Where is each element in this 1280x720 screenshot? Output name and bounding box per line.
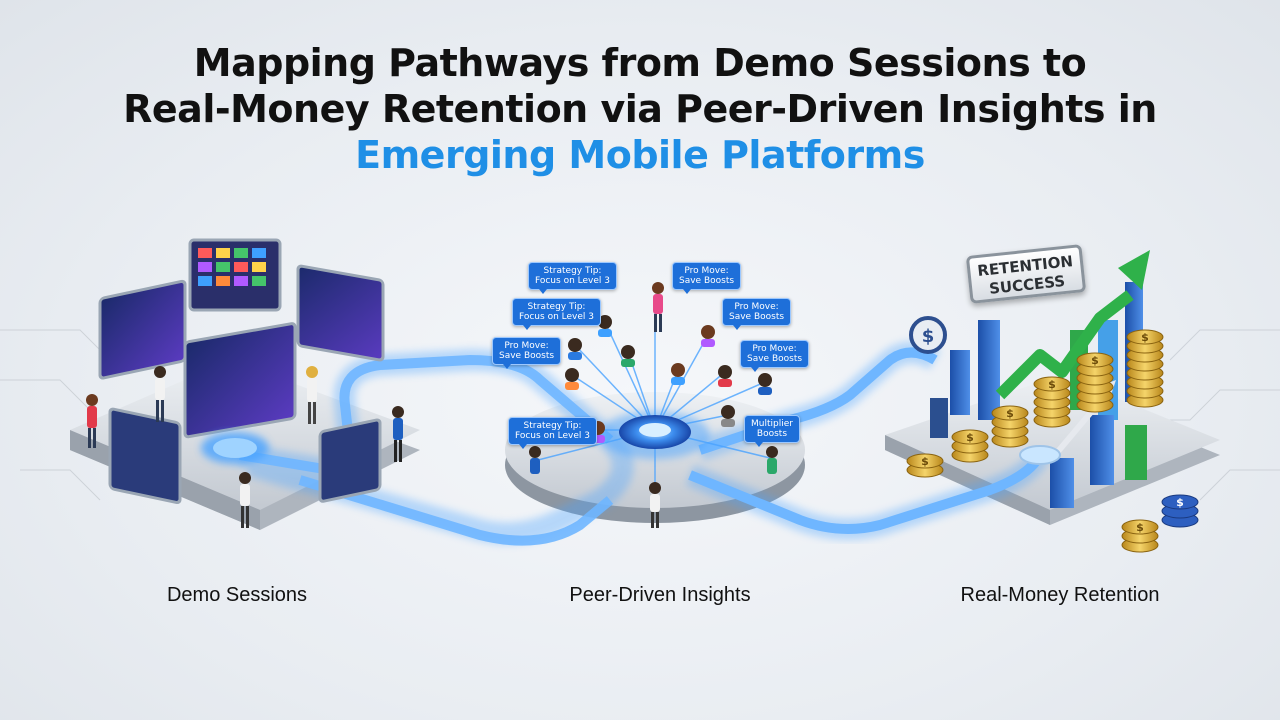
game-screen-icon — [98, 238, 385, 505]
page-title-line-1: Mapping Pathways from Demo Sessions to — [193, 41, 1087, 85]
stage-label-demo: Demo Sessions — [166, 584, 308, 606]
dollar-coin-icon: $ — [1091, 354, 1099, 367]
person-icon — [86, 366, 404, 528]
bubble-line: Save Boosts — [679, 276, 735, 286]
insight-bubble: Pro Move:Save Boosts — [740, 340, 810, 372]
bubble-line: Pro Move: — [504, 341, 549, 351]
dollar-coin-icon: $ — [1136, 521, 1144, 534]
insight-bubble: Strategy Tip:Focus on Level 3 — [512, 298, 601, 330]
dollar-coin-icon: $ — [909, 316, 947, 354]
coin — [951, 429, 989, 445]
dollar-coin-icon: $ — [1176, 496, 1184, 509]
bubble-line: Pro Move: — [684, 266, 729, 276]
bubble-line: Multiplier — [751, 419, 793, 429]
coin-stacks: $ $ $ $ $ $ $ $ — [906, 329, 1199, 553]
bubble-line: Save Boosts — [499, 351, 555, 361]
insight-bubble: Pro Move:Save Boosts — [492, 337, 562, 369]
dollar-coin-icon: $ — [966, 431, 974, 444]
growth-arrow-icon — [995, 250, 1150, 465]
bubble-line: Focus on Level 3 — [535, 276, 610, 286]
insight-bubble: Strategy Tip:Focus on Level 3 — [528, 262, 617, 294]
coin — [991, 405, 1029, 421]
bubble-line: Save Boosts — [747, 354, 803, 364]
stage-label-retention: Real-Money Retention — [960, 584, 1160, 606]
coin — [1121, 519, 1159, 535]
title-block: Mapping Pathways from Demo Sessions to R… — [0, 40, 1280, 178]
stage-label-insights: Peer-Driven Insights — [569, 584, 751, 606]
bubble-line: Pro Move: — [734, 302, 779, 312]
coin — [906, 453, 944, 469]
insight-bubble: Pro Move:Save Boosts — [672, 262, 742, 294]
page-title-line-2: Real-Money Retention via Peer-Driven Ins… — [123, 87, 1157, 131]
insights-hub — [537, 300, 771, 495]
bubble-line: Boosts — [756, 429, 788, 439]
page-title-line-3: Emerging Mobile Platforms — [355, 133, 925, 177]
svg-text:$: $ — [922, 326, 935, 347]
bubble-line: Strategy Tip: — [527, 302, 586, 312]
bubble-line: Focus on Level 3 — [515, 431, 590, 441]
coin — [1161, 494, 1199, 510]
coin — [1126, 329, 1164, 345]
bubble-line: Focus on Level 3 — [519, 312, 594, 322]
coin — [1033, 376, 1071, 392]
bubble-line: Strategy Tip: — [523, 421, 582, 431]
coin — [1076, 352, 1114, 368]
dollar-coin-icon: $ — [921, 455, 929, 468]
insight-bubble: Pro Move:Save Boosts — [722, 298, 792, 330]
bubble-line: Strategy Tip: — [543, 266, 602, 276]
bubble-line: Save Boosts — [729, 312, 785, 322]
insight-bubble: Strategy Tip:Focus on Level 3 — [508, 417, 597, 449]
dollar-coin-icon: $ — [1048, 378, 1056, 391]
dollar-coin-icon: $ — [1141, 331, 1149, 344]
bubble-line: Pro Move: — [752, 344, 797, 354]
dollar-coin-icon: $ — [1006, 407, 1014, 420]
